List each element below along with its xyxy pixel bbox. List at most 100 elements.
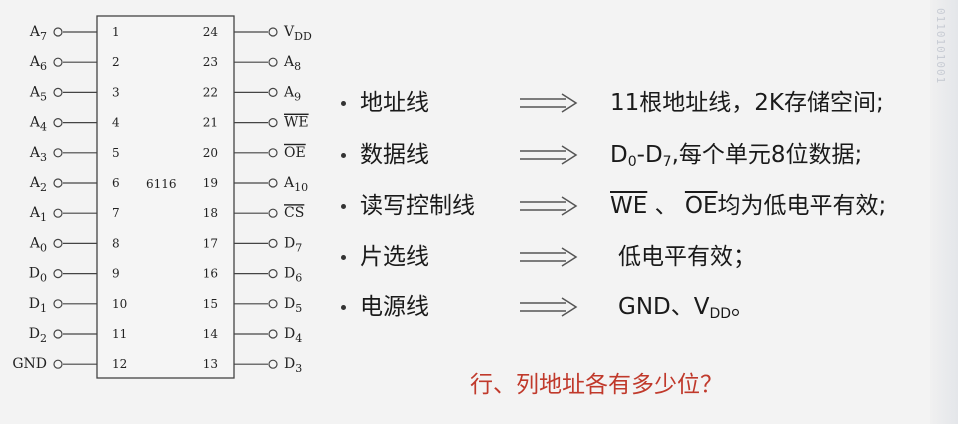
signal-subscript: 0 bbox=[40, 272, 47, 285]
text: 、 bbox=[647, 193, 685, 219]
signal-letter: D bbox=[29, 266, 40, 282]
pin-signal-left-8: A0 bbox=[29, 235, 47, 254]
pin-signal-left-9: D0 bbox=[29, 266, 47, 285]
text: D bbox=[610, 142, 628, 168]
signal-letter: V bbox=[283, 24, 295, 40]
pin-signal-left-3: A5 bbox=[29, 84, 47, 103]
signal-subscript: 2 bbox=[40, 332, 47, 345]
signal-letter: A bbox=[29, 54, 41, 70]
pin-signal-right-18: CS bbox=[284, 205, 304, 221]
pin-signal-left-2: A6 bbox=[29, 54, 47, 73]
implies-arrow-icon bbox=[520, 145, 578, 165]
subscript: 0 bbox=[627, 154, 637, 170]
pin-signal-left-5: A3 bbox=[29, 145, 47, 164]
pin-signal-left-1: A7 bbox=[29, 24, 47, 43]
pin-signal-right-17: D7 bbox=[284, 235, 302, 254]
row-desc-rw-control-lines: WE 、 OE均为低电平有效; bbox=[610, 192, 886, 220]
pin-terminal bbox=[268, 178, 278, 188]
pin-terminal bbox=[53, 299, 63, 309]
side-decoration-strip: 0110101001 bbox=[930, 0, 958, 424]
signal-letter: A bbox=[29, 175, 41, 191]
signal-letter: A bbox=[283, 54, 295, 70]
pin-terminal bbox=[53, 178, 63, 188]
pin-terminal bbox=[53, 359, 63, 369]
signal-subscript: 6 bbox=[40, 60, 47, 73]
pin-signal-left-7: A1 bbox=[29, 205, 47, 224]
pin-terminal bbox=[268, 27, 278, 37]
pin-terminal bbox=[268, 269, 278, 279]
signal-subscript: 10 bbox=[294, 181, 308, 194]
pin-terminal bbox=[268, 208, 278, 218]
signal-letter: D bbox=[284, 296, 295, 312]
signal-subscript: DD bbox=[294, 30, 312, 43]
pin-terminal bbox=[53, 329, 63, 339]
pin-terminal bbox=[53, 27, 63, 37]
pin-number-22: 22 bbox=[203, 85, 218, 99]
row-label-rw-control-lines: 读写控制线 bbox=[360, 193, 475, 219]
row-label-chip-select: 片选线 bbox=[360, 244, 429, 270]
signal-subscript: 9 bbox=[294, 90, 301, 103]
overline-text: OE bbox=[684, 193, 718, 219]
pin-number-17: 17 bbox=[203, 236, 218, 250]
pin-terminal bbox=[268, 238, 278, 248]
text: 均为低电平有效; bbox=[717, 193, 887, 219]
pin-number-18: 18 bbox=[203, 206, 218, 220]
text: GND、V bbox=[618, 294, 710, 320]
signal-subscript: 4 bbox=[295, 332, 302, 345]
pin-number-9: 9 bbox=[112, 267, 120, 281]
bullet bbox=[341, 305, 346, 310]
pin-signal-right-23: A8 bbox=[283, 54, 301, 73]
implies-arrow-icon bbox=[520, 93, 578, 113]
right-pins: VDD24A823A922WE21OE20A1019CS18D717D616D5… bbox=[203, 24, 312, 375]
signal-letter: D bbox=[284, 356, 295, 372]
pin-number-23: 23 bbox=[203, 55, 218, 69]
overline-text: WE bbox=[610, 193, 648, 219]
signal-letter: D bbox=[29, 296, 40, 312]
row-label-power-lines: 电源线 bbox=[360, 294, 429, 320]
signal-subscript: 7 bbox=[295, 241, 302, 254]
subscript: DD bbox=[709, 306, 732, 322]
pin-terminal bbox=[268, 87, 278, 98]
pin-terminal bbox=[53, 148, 63, 158]
pin-number-8: 8 bbox=[112, 236, 120, 250]
pin-terminal bbox=[268, 117, 278, 128]
signal-subscript: 0 bbox=[40, 241, 47, 254]
pin-terminal bbox=[53, 269, 63, 279]
pin-number-7: 7 bbox=[112, 206, 120, 220]
signal-subscript: 3 bbox=[295, 362, 302, 375]
signal-letter: D bbox=[284, 266, 295, 282]
binary-watermark: 0110101001 bbox=[934, 8, 947, 85]
pin-signal-left-6: A2 bbox=[29, 175, 47, 194]
signal-subscript: 1 bbox=[40, 211, 47, 224]
pin-number-5: 5 bbox=[112, 146, 120, 160]
pin-signal-right-21: WE bbox=[284, 115, 309, 131]
pin-signal-left-10: D1 bbox=[29, 296, 47, 315]
signal-letter: A bbox=[283, 84, 295, 100]
pin-number-15: 15 bbox=[203, 297, 218, 311]
subscript: 7 bbox=[662, 154, 672, 170]
implies-arrow-icon bbox=[520, 196, 578, 216]
pin-number-12: 12 bbox=[112, 357, 127, 371]
pin-signal-right-14: D4 bbox=[284, 326, 302, 345]
pin-number-2: 2 bbox=[112, 55, 120, 69]
pin-number-24: 24 bbox=[203, 25, 219, 39]
pin-signal-right-15: D5 bbox=[284, 296, 302, 315]
pin-signal-left-4: A4 bbox=[29, 115, 47, 134]
question-text: 行、列地址各有多少位？ bbox=[470, 372, 723, 398]
bullet bbox=[341, 204, 346, 209]
row-desc-address-lines: 11根地址线，2K存储空间; bbox=[610, 90, 884, 116]
signal-subscript: 4 bbox=[40, 121, 47, 134]
pin-number-19: 19 bbox=[203, 176, 218, 190]
text: 。 bbox=[731, 294, 755, 320]
chip-name: 6116 bbox=[146, 177, 177, 191]
row-desc-chip-select: 低电平有效； bbox=[618, 244, 756, 270]
pin-terminal bbox=[53, 57, 63, 67]
signal-letter: A bbox=[29, 235, 41, 251]
pin-number-3: 3 bbox=[112, 85, 120, 99]
signal-subscript: 2 bbox=[40, 181, 47, 194]
pin-number-20: 20 bbox=[203, 146, 218, 160]
implies-arrow-icon bbox=[520, 297, 578, 317]
text: -D bbox=[636, 142, 663, 168]
